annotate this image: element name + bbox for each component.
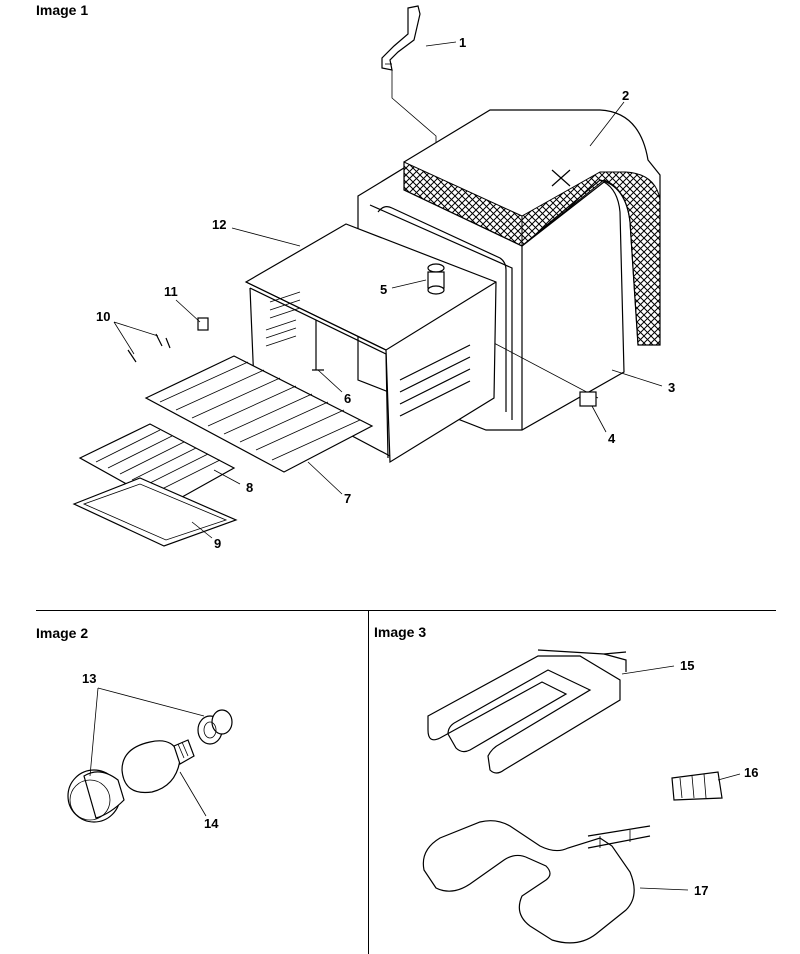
panel-title-image-1: Image 1 <box>36 2 89 18</box>
callout-9: 9 <box>214 536 222 551</box>
panel-title-image-2: Image 2 <box>36 625 89 641</box>
vertical-divider <box>368 610 369 954</box>
part-17-broil-element <box>422 820 651 944</box>
callout-17: 17 <box>694 883 709 898</box>
part-9-broil-pan <box>72 477 238 547</box>
callout-4: 4 <box>608 431 616 446</box>
callout-1: 1 <box>459 35 467 50</box>
callout-11: 11 <box>164 284 178 299</box>
callout-8: 8 <box>246 480 254 495</box>
callout-7: 7 <box>344 491 352 506</box>
callout-12: 12 <box>212 217 227 232</box>
callout-14: 14 <box>204 816 219 831</box>
part-4-bracket <box>579 391 597 407</box>
callout-3: 3 <box>668 380 676 395</box>
leader-lines-image-1 <box>113 41 663 539</box>
part-7-oven-rack <box>144 355 374 473</box>
leader-lines-image-2-3 <box>89 665 741 891</box>
callout-16: 16 <box>744 765 759 780</box>
part-12-inner-liner <box>244 223 497 464</box>
callout-5: 5 <box>380 282 388 297</box>
part-16-terminal-block <box>671 771 723 801</box>
callout-6: 6 <box>344 391 352 406</box>
part-15-bake-element <box>427 649 627 774</box>
part-13-lamp-cover <box>67 709 233 823</box>
part-11-bracket <box>197 317 209 331</box>
callout-10: 10 <box>96 309 111 324</box>
horizontal-divider <box>36 610 776 611</box>
part-14-light-bulb <box>121 739 195 794</box>
panel-title-image-3: Image 3 <box>374 624 427 640</box>
callout-15: 15 <box>680 658 695 673</box>
callout-13: 13 <box>82 671 97 686</box>
callout-2: 2 <box>622 88 630 103</box>
